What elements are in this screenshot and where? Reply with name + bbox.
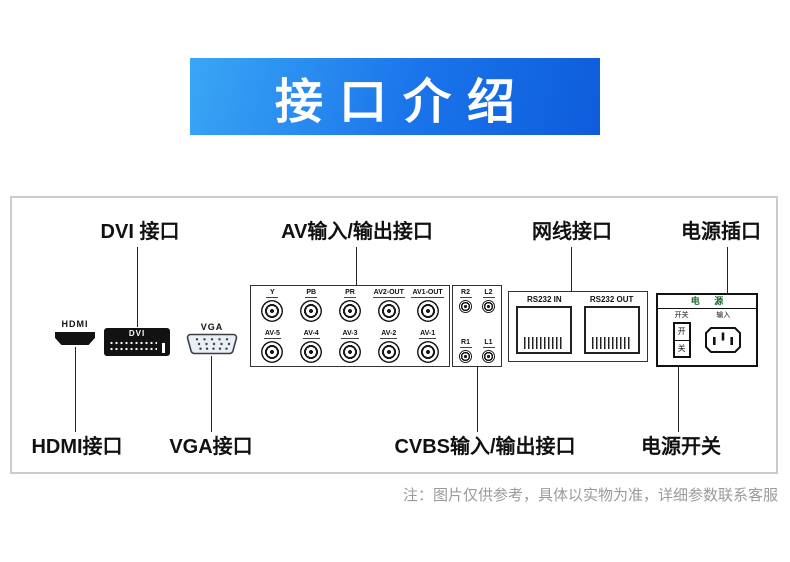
cvbs-jack-label: R1 [459,339,472,348]
vga-connector-label: VGA [200,322,224,332]
av-jack-av3: AV-3 [331,330,370,363]
power-switch-caption: 开关 [674,312,689,319]
title-banner: 接口介绍 [190,58,600,135]
page-title: 接口介绍 [274,75,531,129]
cvbs-jack-panel: R2 L2 R1 L1 [452,285,502,367]
vga-connector-icon [186,333,238,355]
rca-jack-icon [300,300,323,322]
rca-jack-icon [377,341,400,363]
lan-port-panel: RS232 IN RS232 OUT [508,291,648,362]
rs232-out-port: RS232 OUT [580,295,644,361]
leader-line-dvi [137,247,138,327]
cvbs-jack-row-bottom: R1 L1 [454,339,500,363]
leader-line-cvbs [477,367,478,432]
power-switch-group: 开关 开 关 [672,311,691,364]
rocker-on-label: 开 [674,324,689,341]
hdmi-connector-icon [55,332,95,345]
av-jack-pr: PR [331,289,370,322]
callout-cvbs-in-out: CVBS输入/输出接口 [394,436,576,458]
rj45-jack-icon [583,306,640,354]
callout-power-switch: 电源开关 [641,436,721,458]
av-jack-label: PB [305,289,318,298]
rca-jack-icon [300,341,323,363]
leader-line-lan [571,247,572,291]
rs232-in-label: RS232 IN [526,295,562,304]
av-jack-av2-out: AV2-OUT [369,289,408,322]
power-panel-title: 电 源 [658,295,756,309]
callout-vga-port: VGA接口 [169,436,253,458]
rj45-jack-icon [516,306,573,354]
leader-line-hdmi [75,347,76,432]
av-jack-row-bottom: AV-5 AV-4 AV-3 AV-2 AV-1 [253,330,447,363]
cvbs-jack-r2: R2 [454,289,477,313]
callout-av-in-out: AV输入/输出接口 [281,221,433,243]
dvi-analog-slot [162,343,165,353]
leader-line-power-switch [678,367,679,432]
dvi-connector-icon: DVI [104,328,170,356]
rca-jack-icon [261,300,284,322]
av-jack-label: Y [266,289,279,298]
cvbs-jack-row-top: R2 L2 [454,289,500,313]
cvbs-jack-l2: L2 [477,289,500,313]
rca-jack-icon [416,300,439,322]
av-jack-pb: PB [292,289,331,322]
power-rocker-switch-icon: 开 关 [672,322,691,358]
power-panel: 电 源 开关 开 关 输入 [656,293,758,367]
callout-lan-port: 网线接口 [532,221,612,243]
callout-hdmi-port: HDMI接口 [31,436,123,458]
dvi-connector-label: DVI [128,329,146,338]
rca-jack-icon [338,341,361,363]
disclaimer-note: 注：图片仅供参考，具体以实物为准，详细参数联系客服 [402,487,778,504]
av-jack-label: AV2-OUT [372,289,405,298]
ports-diagram-panel: DVI 接口 AV输入/输出接口 网线接口 电源插口 HDMI DVI VGA … [10,196,778,474]
av-jack-label: AV-4 [302,330,320,339]
av-jack-label: AV-3 [341,330,359,339]
power-inlet-caption: 输入 [716,312,731,319]
cvbs-jack-r1: R1 [454,339,477,363]
rca-jack-icon [261,341,284,363]
av-jack-y: Y [253,289,292,322]
rca-jack-icon [416,341,439,363]
av-jack-panel: Y PB PR AV2-OUT AV1-OUT AV-5 [250,285,450,367]
callout-power-inlet: 电源插口 [681,221,761,243]
cvbs-jack-label: L2 [482,289,495,298]
rs232-in-port: RS232 IN [512,295,576,361]
rca-jack-icon [459,300,472,313]
av-jack-av4: AV-4 [292,330,331,363]
rj45-pins [591,337,632,349]
rocker-off-label: 关 [677,343,686,353]
rca-jack-icon [459,350,472,363]
leader-line-power-inlet [727,247,728,293]
cvbs-jack-l1: L1 [477,339,500,363]
dvi-pin-grid [109,340,157,352]
leader-line-vga [211,356,212,432]
av-jack-av2: AV-2 [369,330,408,363]
cvbs-jack-label: L1 [482,339,495,348]
cvbs-jack-label: R2 [459,289,472,298]
hdmi-connector-label: HDMI [61,319,89,329]
av-jack-label: AV-5 [263,330,281,339]
av-jack-av1-out: AV1-OUT [408,289,447,322]
power-panel-body: 开关 开 关 输入 [658,309,756,364]
av-jack-av5: AV-5 [253,330,292,363]
av-jack-label: AV1-OUT [411,289,444,298]
av-jack-label: PR [343,289,356,298]
av-jack-label: AV-2 [380,330,398,339]
av-jack-row-top: Y PB PR AV2-OUT AV1-OUT [253,289,447,322]
rca-jack-icon [482,350,495,363]
rca-jack-icon [338,300,361,322]
power-inlet-group: 输入 [705,311,742,364]
callout-dvi-port: DVI 接口 [100,221,180,243]
rca-jack-icon [377,300,400,322]
leader-line-av [356,247,357,285]
rs232-out-label: RS232 OUT [589,295,634,304]
av-jack-av1: AV-1 [408,330,447,363]
rj45-pins [524,337,565,349]
power-inlet-icon [705,327,742,353]
av-jack-label: AV-1 [419,330,437,339]
rca-jack-icon [482,300,495,313]
